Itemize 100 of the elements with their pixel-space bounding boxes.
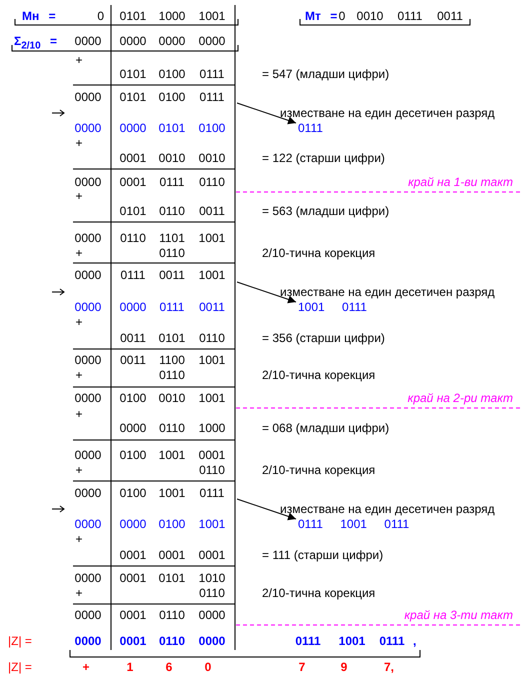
- register-label: Σ$_{2/10}$ =: [14, 34, 58, 54]
- binary-value: 0000: [74, 34, 102, 48]
- binary-value: 1100: [159, 353, 185, 367]
- binary-value: 0101: [120, 67, 146, 81]
- arrow: [236, 282, 296, 304]
- binary-value: 0: [97, 9, 104, 23]
- binary-value: 0000: [158, 34, 186, 48]
- binary-value: 0: [338, 9, 346, 23]
- binary-value: 0110: [199, 463, 225, 477]
- binary-value: 0110: [120, 231, 146, 245]
- result-digit: +: [82, 660, 90, 674]
- step-note: = 122 (старши цифри): [262, 151, 385, 165]
- binary-value: 0011: [120, 353, 146, 367]
- plus-sign: +: [76, 246, 82, 260]
- register-label: Мн =: [22, 9, 56, 23]
- binary-value: 0100: [120, 486, 146, 500]
- shift-note: изместване на един десетичен разряд: [280, 106, 495, 120]
- binary-value: 0101: [158, 331, 186, 345]
- shift-note: изместване на един десетичен разряд: [280, 285, 495, 299]
- result-value: 0001: [120, 634, 146, 648]
- plus-sign: +: [76, 532, 82, 546]
- binary-value: 0000: [74, 90, 102, 104]
- binary-value: 0000: [74, 608, 102, 622]
- shifted-out-digits: 0111: [298, 121, 323, 135]
- binary-value: 0110: [199, 175, 225, 189]
- binary-value: 1001: [198, 231, 226, 245]
- binary-value: 1001: [198, 9, 226, 23]
- result-digit: 0: [204, 660, 212, 674]
- binary-value: 0000: [74, 353, 102, 367]
- result-digit: 9: [340, 660, 348, 674]
- binary-value: 0100: [120, 448, 146, 462]
- binary-value: 0010: [356, 9, 384, 23]
- binary-value: 0111: [200, 67, 224, 81]
- binary-value: 1000: [198, 421, 226, 435]
- shifted-value: 0000: [74, 121, 102, 135]
- binary-value: 1010: [198, 571, 226, 585]
- result-value: 1001: [338, 634, 366, 648]
- binary-value: 1001: [198, 353, 226, 367]
- plus-sign: +: [76, 315, 82, 329]
- binary-value: 0101: [120, 9, 146, 23]
- cycle-end-label: край на 3-ти такт: [404, 608, 513, 622]
- binary-value: 0000: [74, 268, 102, 282]
- plus-sign: +: [76, 189, 82, 203]
- result-digit: 6: [166, 660, 172, 674]
- plus-sign: +: [76, 136, 82, 150]
- plus-sign: +: [76, 368, 82, 382]
- result-label: |Z| =: [8, 634, 32, 648]
- binary-value: 0000: [74, 391, 102, 405]
- binary-value: 0111: [200, 486, 224, 500]
- binary-value: 0000: [198, 608, 226, 622]
- binary-value: 0000: [198, 34, 226, 48]
- binary-value: 0000: [74, 231, 102, 245]
- shift-note: изместване на един десетичен разряд: [280, 502, 495, 516]
- binary-value: 0001: [198, 548, 226, 562]
- step-note: = 356 (старши цифри): [262, 331, 385, 345]
- binary-value: 0010: [198, 151, 226, 165]
- binary-value: 0001: [120, 608, 146, 622]
- binary-value: 0000: [120, 421, 146, 435]
- binary-value: 0100: [120, 391, 146, 405]
- cycle-end-label: край на 1-ви такт: [408, 175, 513, 189]
- step-note: 2/10-тична корекция: [262, 463, 376, 477]
- binary-value: 1001: [158, 486, 186, 500]
- binary-value: 0011: [199, 204, 225, 218]
- shifted-value: 0000: [74, 517, 102, 531]
- shifted-value: 1001: [198, 517, 226, 531]
- result-digit: 7,: [384, 660, 394, 674]
- shifted-value: 0111: [160, 300, 184, 314]
- binary-value: 0010: [158, 151, 186, 165]
- binary-value: 0110: [159, 421, 185, 435]
- binary-value: 0011: [159, 268, 185, 282]
- binary-value: 0000: [120, 34, 146, 48]
- shifted-value: 0000: [120, 300, 146, 314]
- shifted-value: 0100: [158, 517, 186, 531]
- binary-value: 1101: [159, 231, 185, 245]
- arrow: [236, 102, 296, 124]
- binary-value: 0101: [158, 571, 186, 585]
- binary-value: 0110: [159, 204, 185, 218]
- shifted-value: 0000: [120, 517, 146, 531]
- binary-value: 0000: [74, 571, 102, 585]
- result-label: |Z| =: [8, 660, 32, 674]
- binary-value: 0010: [158, 391, 186, 405]
- binary-value: 0001: [120, 548, 146, 562]
- binary-value: 0001: [158, 548, 186, 562]
- binary-value: 0000: [74, 448, 102, 462]
- step-note: 2/10-тична корекция: [262, 246, 376, 260]
- shifted-value: 0000: [74, 300, 102, 314]
- binary-value: 0001: [120, 571, 146, 585]
- shifted-value: 0011: [199, 300, 225, 314]
- binary-value: 0001: [120, 151, 146, 165]
- binary-value: 0000: [74, 175, 102, 189]
- cycle-end-label: край на 2-ри такт: [408, 391, 513, 405]
- step-note: = 068 (младши цифри): [262, 421, 390, 435]
- step-note: = 547 (младши цифри): [262, 67, 390, 81]
- binary-value: 0111: [200, 90, 224, 104]
- plus-sign: +: [76, 586, 82, 600]
- shifted-value: 0101: [158, 121, 186, 135]
- binary-value: 0011: [120, 331, 146, 345]
- binary-value: 1001: [198, 268, 226, 282]
- result-digit: 7: [298, 660, 306, 674]
- binary-value: 0111: [160, 175, 184, 189]
